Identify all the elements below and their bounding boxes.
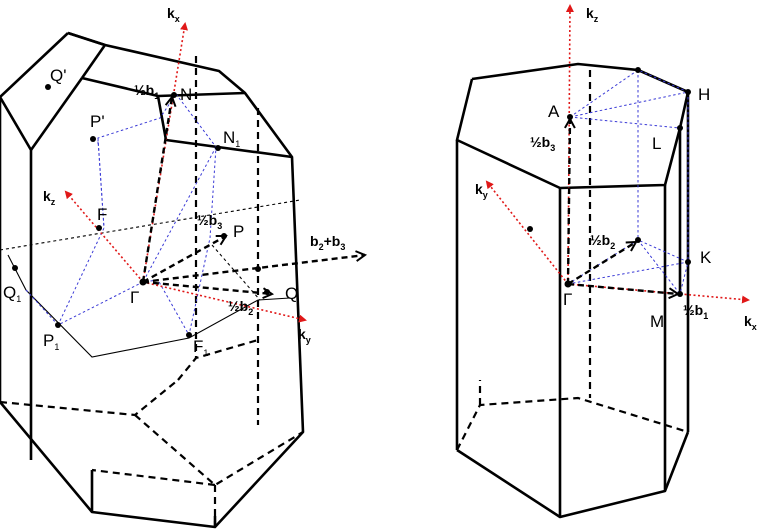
label-f1: F1	[193, 337, 208, 358]
left-axes	[64, 22, 307, 323]
right-visible-edges	[455, 62, 690, 519]
left-vectors	[141, 97, 365, 294]
label-half-b3: ½b3	[197, 212, 222, 231]
label-q: Q	[285, 284, 298, 303]
label-n: N	[180, 85, 192, 104]
label-p-prime: P'	[90, 112, 105, 131]
right-vectors	[568, 119, 678, 294]
left-labels: kx kz ky Q' P' N N1 F F1 P P1 Q Q1 Γ ½b1…	[3, 5, 345, 358]
label-half-b2: ½b2	[228, 298, 253, 317]
label-gamma: Γ	[563, 290, 572, 309]
label-h: H	[698, 85, 710, 104]
label-k: K	[700, 248, 712, 267]
label-p1: P1	[43, 331, 59, 352]
svg-text:kx: kx	[167, 5, 180, 24]
svg-text:ky: ky	[475, 181, 488, 200]
label-half-b2: ½b2	[590, 232, 615, 251]
label-m: M	[650, 312, 664, 331]
label-gamma: Γ	[130, 288, 139, 307]
right-hidden-edges	[456, 70, 689, 451]
svg-text:kx: kx	[744, 313, 757, 332]
left-brillouin-zone: kx kz ky Q' P' N N1 F F1 P P1 Q Q1 Γ ½b1…	[0, 5, 365, 529]
left-points	[12, 84, 270, 338]
label-half-b1: ½b1	[683, 302, 708, 321]
label-b2-plus-b3: b2+b3	[310, 233, 345, 252]
right-brillouin-zone: kz ky kx A H L K M Γ ½b3 ½b2 ½b1	[455, 4, 757, 519]
label-half-b3: ½b3	[530, 134, 555, 153]
label-half-b1: ½b1	[134, 82, 159, 101]
label-a: A	[548, 102, 560, 121]
label-n1: N1	[223, 128, 240, 149]
label-f: F	[97, 205, 107, 224]
right-guide-lines	[567, 69, 690, 295]
label-l: L	[652, 134, 661, 153]
svg-text:kz: kz	[586, 5, 599, 24]
label-p: P	[233, 222, 244, 241]
label-q1: Q1	[3, 283, 21, 304]
left-cross-section	[0, 199, 301, 358]
svg-text:ky: ky	[298, 326, 311, 345]
left-guide-lines	[25, 93, 217, 337]
right-labels: kz ky kx A H L K M Γ ½b3 ½b2 ½b1	[475, 5, 757, 332]
svg-text:kz: kz	[43, 188, 56, 207]
label-q-prime: Q'	[50, 66, 66, 85]
right-points	[527, 67, 691, 297]
